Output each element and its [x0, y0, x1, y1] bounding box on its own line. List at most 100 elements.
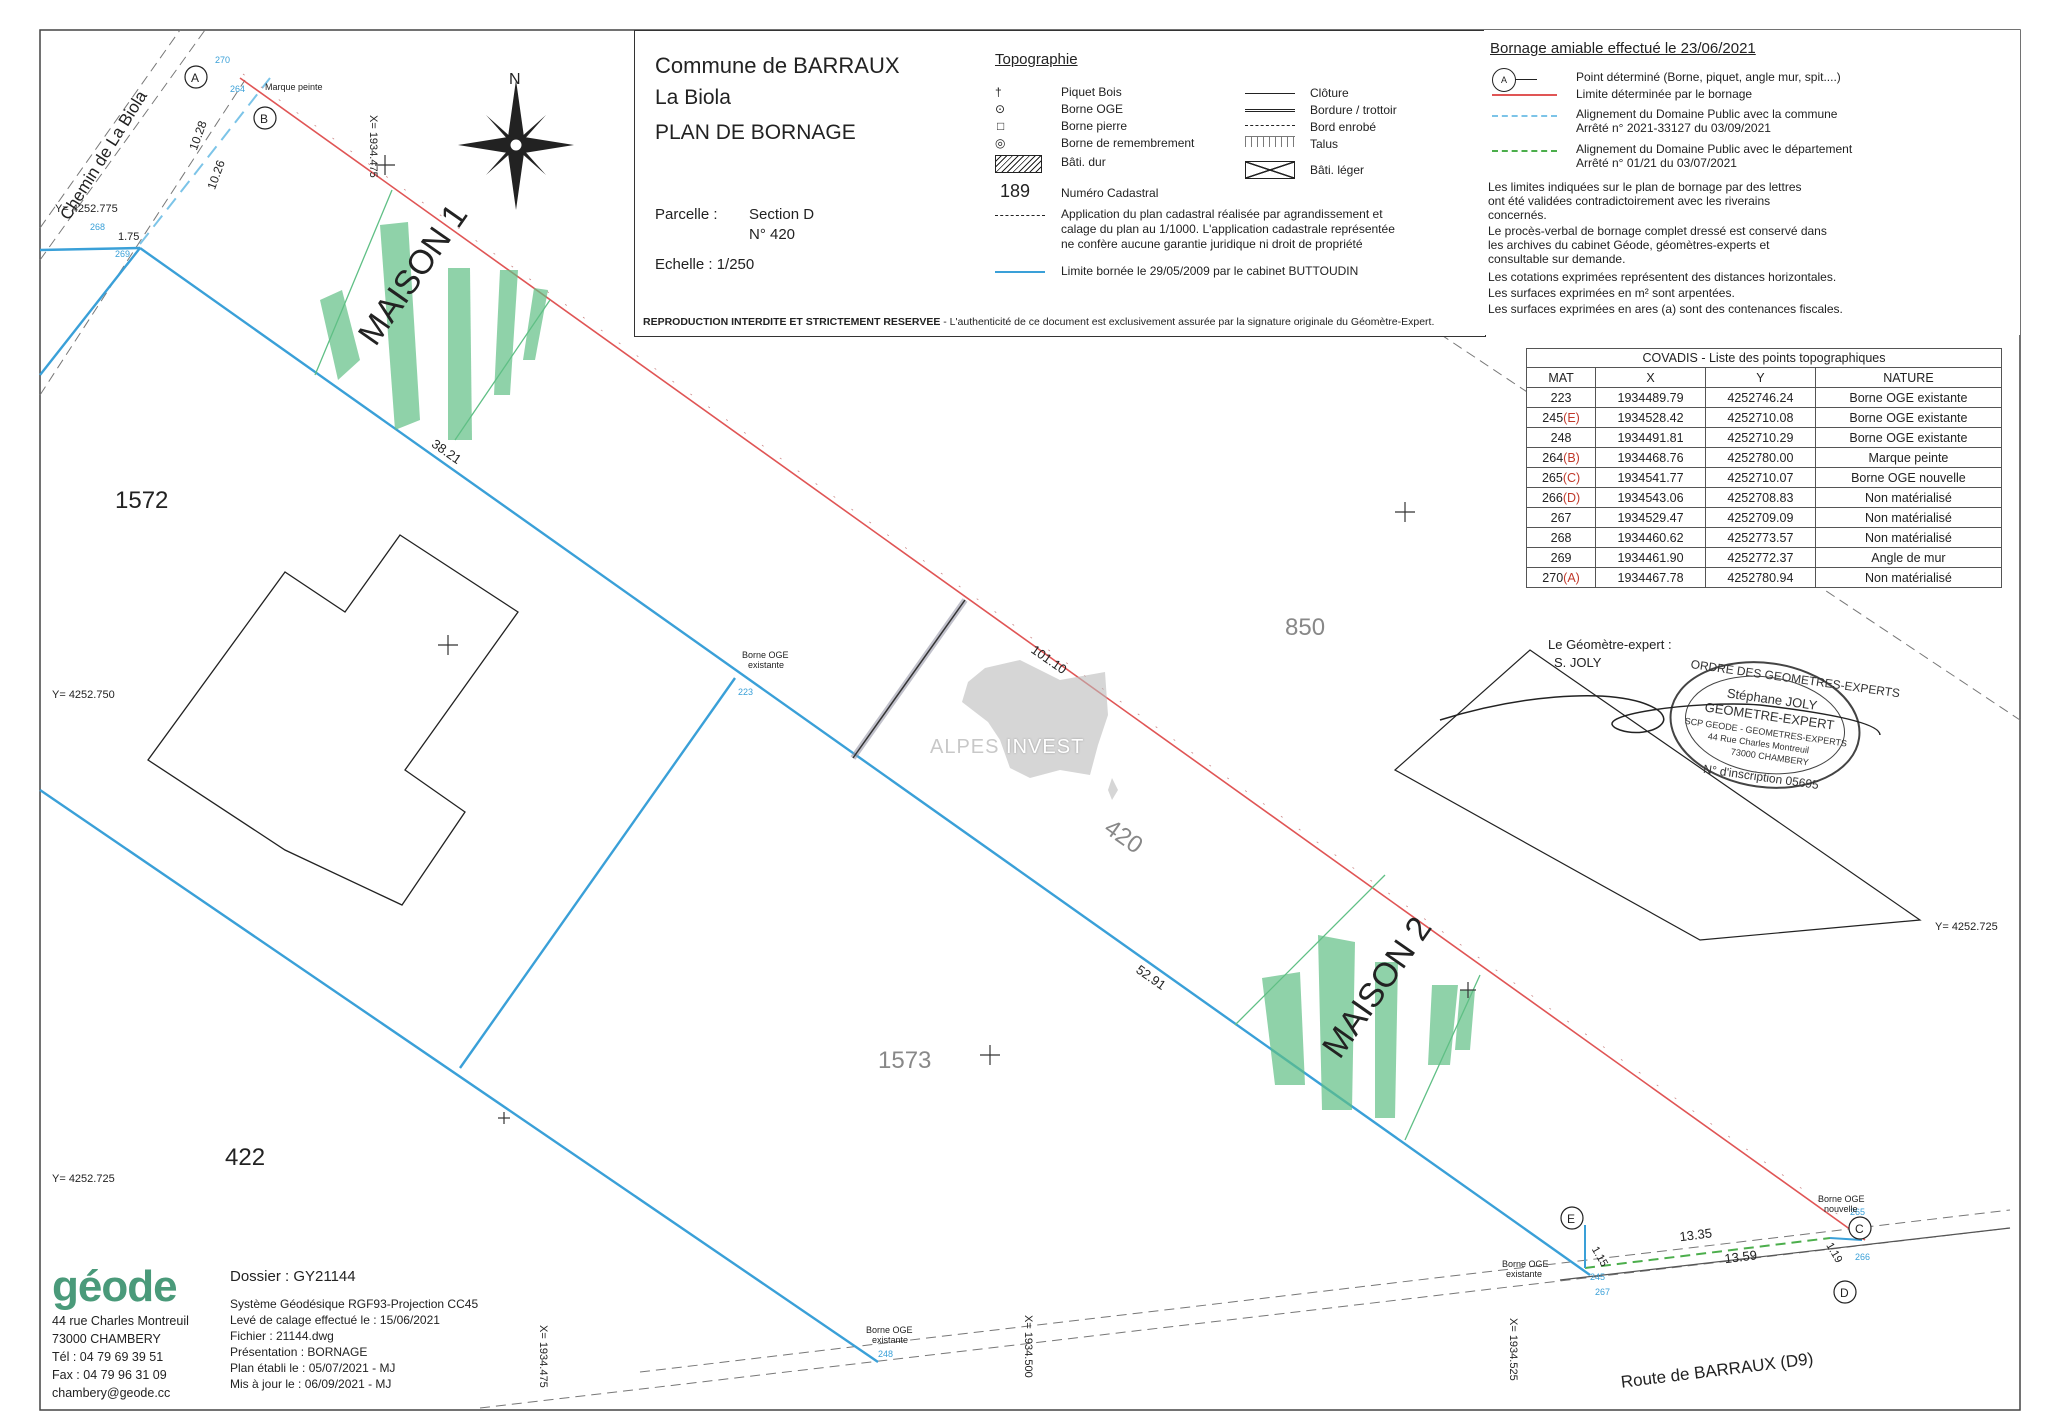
borne-265-label-2: nouvelle [1824, 1204, 1858, 1214]
echelle: Echelle : 1/250 [655, 256, 755, 273]
dim-38-21: 38.21 [429, 436, 464, 467]
dossier-number: Dossier : GY21144 [230, 1268, 356, 1285]
dim-13-59: 13.59 [1724, 1247, 1758, 1266]
bornage-title: Bornage amiable effectué le 23/06/2021 [1490, 40, 1756, 57]
covadis-cell-x: 1934529.47 [1595, 507, 1706, 528]
topographie-title: Topographie [995, 51, 1078, 68]
covadis-cell-x: 1934461.90 [1595, 547, 1706, 568]
topo-right-3: Talus [1310, 137, 1339, 151]
covadis-header-nature: NATURE [1814, 367, 2003, 388]
borne-pierre-icon: □ [997, 119, 1005, 133]
cloture-icon [1245, 93, 1295, 94]
point-a: A [184, 65, 208, 89]
maison-2-zone [1234, 874, 1481, 1141]
bornage-note-1: ont été validées contradictoirement avec… [1488, 194, 1771, 208]
parcelle-label: Parcelle : [655, 206, 718, 223]
topo-right-0: Clôture [1310, 86, 1349, 100]
plan-type: PLAN DE BORNAGE [655, 121, 856, 144]
covadis-cell-nature: Borne OGE existante [1814, 427, 2003, 448]
covadis-cell-x: 1934543.06 [1595, 487, 1706, 508]
bordure-icon [1245, 109, 1295, 112]
borne-248-label-1: Borne OGE [866, 1325, 913, 1335]
info-line-3: Présentation : BORNAGE [230, 1345, 368, 1359]
borne-248-label-2: existante [872, 1335, 908, 1345]
point-num-268: 268 [90, 222, 105, 232]
svg-text:E: E [1567, 1212, 1575, 1226]
title-block: Commune de BARRAUX La Biola PLAN DE BORN… [634, 30, 1486, 337]
point-num-269: 269 [115, 249, 130, 259]
covadis-cell-mat: 268 [1525, 527, 1597, 548]
marque-peinte-label: Marque peinte [265, 82, 323, 92]
coord-y-4252725-right: Y= 4252.725 [1935, 921, 1998, 933]
borne-223-label-2: existante [748, 660, 784, 670]
covadis-table: COVADIS - Liste des points topographique… [1525, 348, 2003, 588]
building-850 [1393, 649, 1922, 941]
bord-enrobe-icon [1245, 125, 1295, 126]
covadis-cell-y: 4252709.09 [1704, 507, 1816, 528]
watermark-france-shape [962, 660, 1108, 778]
lieu-dit: La Biola [655, 86, 731, 109]
covadis-cell-mat: 270(A) [1525, 567, 1597, 588]
limite-bornee-icon [995, 271, 1045, 273]
topo-left-1: Borne OGE [1061, 102, 1124, 116]
parcel-850: 850 [1285, 614, 1325, 641]
covadis-cell-y: 4252710.07 [1704, 467, 1816, 488]
covadis-point-letter: (B) [1563, 450, 1580, 465]
bornage-note-5: consultable sur demande. [1488, 252, 1626, 266]
covadis-cell-y: 4252780.94 [1704, 567, 1816, 588]
watermark-corsica-shape [1108, 778, 1118, 800]
parcelle-section: Section D [749, 206, 815, 223]
point-num-245: 245 [1590, 1272, 1605, 1282]
covadis-cell-x: 1934528.42 [1595, 407, 1706, 428]
coord-y-4252750: Y= 4252.750 [52, 689, 115, 701]
address-line-1: 73000 CHAMBERY [52, 1332, 161, 1346]
covadis-point-letter: (D) [1562, 490, 1581, 505]
limite-determinee-label: Limite déterminée par le bornage [1576, 87, 1753, 101]
svg-text:C: C [1855, 1222, 1864, 1236]
covadis-cell-mat: 266(D) [1525, 487, 1597, 508]
covadis-header-x: X [1595, 367, 1706, 388]
point-num-223: 223 [738, 687, 753, 697]
point-b: B [253, 106, 277, 130]
maison-1-zone [314, 189, 551, 441]
covadis-cell-y: 4252746.24 [1704, 387, 1816, 408]
cadastral-num-sample: 189 [1000, 181, 1031, 201]
geometre-signature [1439, 695, 1881, 736]
covadis-cell-nature: Borne OGE existante [1814, 407, 2003, 428]
covadis-header-mat: MAT [1525, 367, 1597, 388]
covadis-cell-mat: 223 [1525, 387, 1597, 408]
covadis-header-y: Y [1704, 367, 1816, 388]
application-icon [995, 215, 1045, 216]
covadis-point-letter: (E) [1563, 410, 1580, 425]
alpes-invest-watermark: ALPES INVEST [930, 736, 1084, 759]
point-num-264: 264 [230, 84, 245, 94]
bornage-note-8: Les surfaces exprimées en ares (a) sont … [1488, 302, 1843, 316]
covadis-cell-y: 4252780.00 [1704, 447, 1816, 468]
info-line-1: Levé de calage effectué le : 15/06/2021 [230, 1313, 440, 1327]
coord-y-4252775: Y= 4252.775 [55, 203, 118, 215]
geometre-name: S. JOLY [1554, 655, 1602, 670]
route-barraux-road [479, 1209, 2011, 1409]
svg-text:D: D [1840, 1286, 1849, 1300]
topo-left-0: Piquet Bois [1061, 85, 1122, 99]
point-num-266: 266 [1855, 1252, 1870, 1262]
alignement-commune-line [139, 77, 271, 245]
address-line-3: Fax : 04 79 96 31 09 [52, 1368, 167, 1382]
route-barraux-label: Route de BARRAUX (D9) [1620, 1349, 1815, 1391]
bornage-note-2: concernés. [1488, 208, 1547, 222]
point-determine-icon: A [1492, 68, 1516, 92]
grid-crosses [375, 155, 1476, 1124]
alignement-dept-0: Alignement du Domaine Public avec le dép… [1576, 142, 1853, 156]
info-line-0: Système Géodésique RGF93-Projection CC45 [230, 1297, 479, 1311]
dim-1-75: 1.75 [118, 231, 139, 243]
bornage-note-7: Les surfaces exprimées en m² sont arpent… [1488, 286, 1735, 300]
borne-oge-icon: ⊙ [995, 102, 1006, 116]
piquet-bois-icon: † [995, 85, 1002, 99]
alignement-departement-line [1584, 1237, 1831, 1269]
coord-x-1934475-top: X= 1934.475 [367, 115, 379, 178]
info-line-2: Fichier : 21144.dwg [230, 1329, 334, 1343]
parcel-422: 422 [225, 1144, 265, 1171]
